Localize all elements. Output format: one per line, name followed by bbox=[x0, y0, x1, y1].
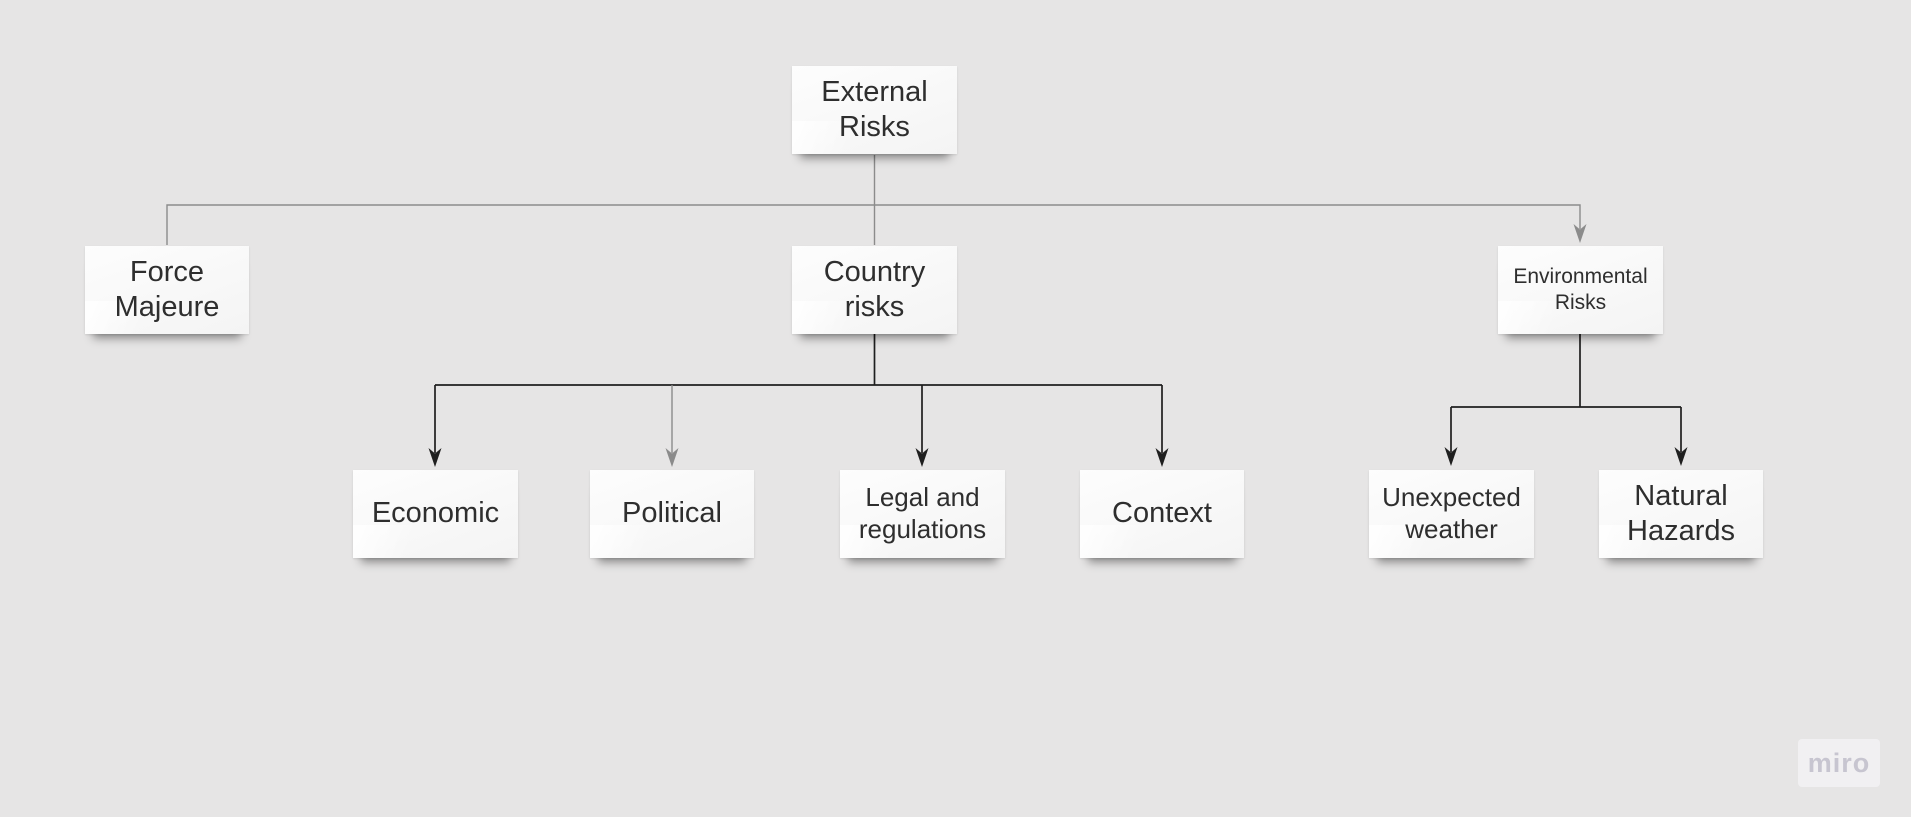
sticky-note-label: Economic bbox=[371, 497, 500, 530]
sticky-note-force-majeure[interactable]: Force Majeure bbox=[85, 246, 249, 334]
sticky-note-environmental-risks[interactable]: Environmental Risks bbox=[1498, 246, 1663, 334]
arrowhead-icon bbox=[428, 448, 442, 467]
miro-logo-text: miro bbox=[1807, 747, 1871, 778]
connector-external-to-force-majeure[interactable] bbox=[166, 204, 875, 245]
connector-country-to-context[interactable] bbox=[1155, 385, 1169, 467]
sticky-note-label: Unexpected weather bbox=[1382, 482, 1521, 544]
miro-watermark[interactable]: miro bbox=[1798, 739, 1880, 787]
sticky-note-label: External Risks bbox=[821, 75, 928, 143]
sticky-note-natural-hazards[interactable]: Natural Hazards bbox=[1599, 470, 1763, 558]
connector-environmental-to-natural-hazards[interactable] bbox=[1674, 407, 1688, 466]
sticky-note-label: Legal and regulations bbox=[858, 482, 987, 544]
arrowhead-icon bbox=[665, 448, 679, 467]
sticky-note-label: Force Majeure bbox=[114, 255, 220, 323]
arrowhead-icon bbox=[1155, 448, 1169, 467]
sticky-note-economic[interactable]: Economic bbox=[353, 470, 518, 558]
arrowhead-icon bbox=[1444, 447, 1458, 466]
connector-line bbox=[166, 204, 875, 245]
sticky-note-label: Country risks bbox=[823, 255, 926, 323]
sticky-note-label: Natural Hazards bbox=[1627, 479, 1735, 547]
sticky-note-label: Environmental Risks bbox=[1513, 265, 1648, 314]
connector-environmental-to-unexpected-weather[interactable] bbox=[1444, 407, 1458, 466]
connector-country-to-political[interactable] bbox=[665, 385, 679, 467]
sticky-note-context[interactable]: Context bbox=[1080, 470, 1244, 558]
connector-line bbox=[874, 204, 1581, 229]
connector-country-to-legal[interactable] bbox=[915, 385, 929, 467]
sticky-note-label: Context bbox=[1112, 497, 1212, 530]
sticky-note-legal-and-regulations[interactable]: Legal and regulations bbox=[840, 470, 1005, 558]
connector-country-to-economic[interactable] bbox=[428, 385, 442, 467]
sticky-note-unexpected-weather[interactable]: Unexpected weather bbox=[1369, 470, 1534, 558]
arrowhead-icon bbox=[1573, 224, 1587, 243]
sticky-note-label: Political bbox=[622, 497, 722, 530]
sticky-note-political[interactable]: Political bbox=[590, 470, 754, 558]
arrowhead-icon bbox=[1674, 447, 1688, 466]
arrowhead-icon bbox=[915, 448, 929, 467]
sticky-note-country-risks[interactable]: Country risks bbox=[792, 246, 957, 334]
sticky-note-external-risks[interactable]: External Risks bbox=[792, 66, 957, 154]
connector-external-to-environmental[interactable] bbox=[874, 204, 1587, 243]
